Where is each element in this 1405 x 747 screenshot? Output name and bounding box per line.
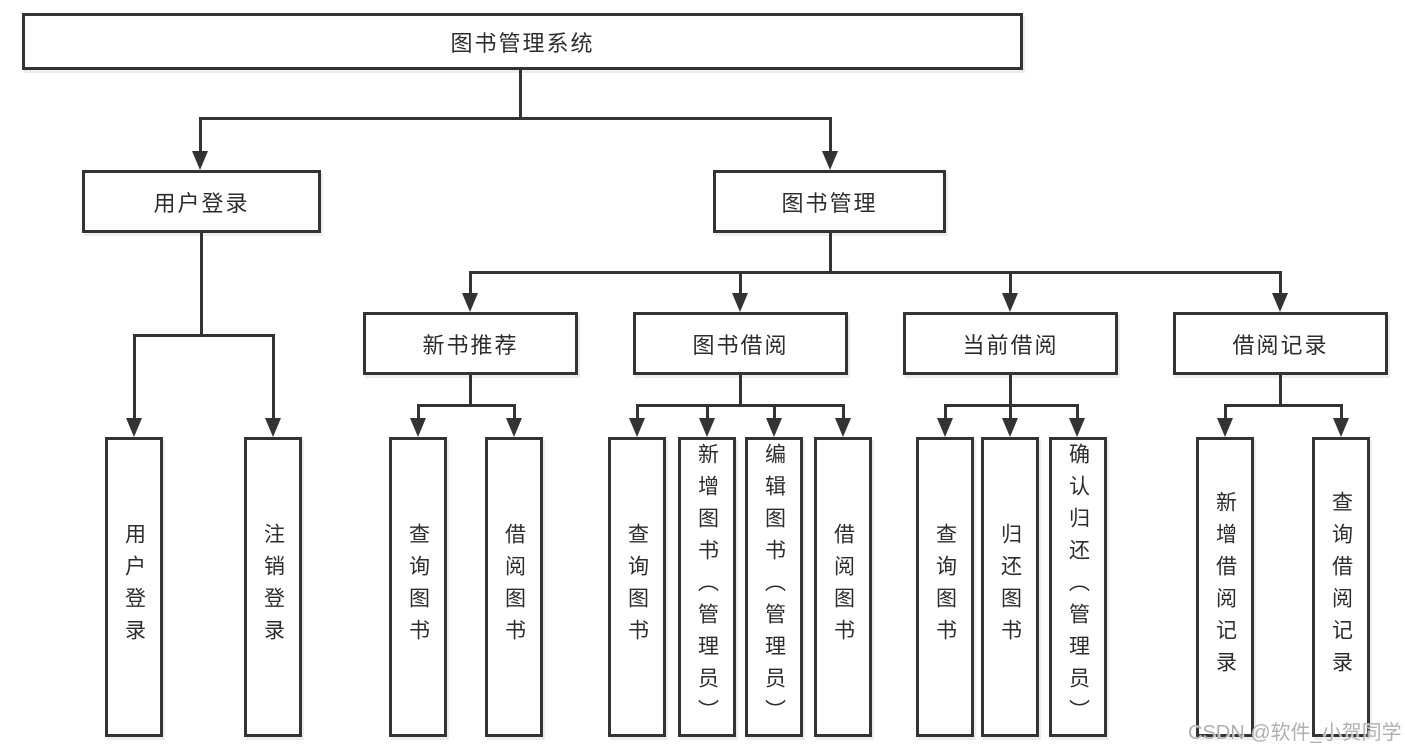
connector-line <box>417 404 420 420</box>
node-book-borrowing: 图书借阅 <box>633 312 848 375</box>
arrowhead-icon <box>192 151 208 170</box>
arrowhead-icon <box>1272 293 1288 312</box>
arrowhead-icon <box>1333 418 1349 437</box>
connector-line <box>199 117 831 120</box>
arrowhead-icon <box>766 418 782 437</box>
connector-line <box>272 334 275 420</box>
node-label: 当前借阅 <box>962 332 1059 358</box>
connector-line <box>636 404 844 407</box>
node-new-book-recommendation: 新书推荐 <box>363 312 578 375</box>
connector-line <box>842 404 845 420</box>
node-label: 查询图书 <box>933 523 957 651</box>
arrowhead-icon <box>822 151 838 170</box>
node-label: 编辑图书（管理员） <box>762 443 786 731</box>
arrowhead-icon <box>835 418 851 437</box>
node-current-borrowing: 当前借阅 <box>903 312 1118 375</box>
node-label: 用户登录 <box>122 523 146 651</box>
node-label: 借阅图书 <box>831 523 855 651</box>
leaf-borrow-books-borrowing: 借阅图书 <box>814 437 872 737</box>
arrowhead-icon <box>1217 418 1233 437</box>
connector-line <box>739 271 742 295</box>
leaf-query-books-borrowing: 查询图书 <box>608 437 666 737</box>
connector-line <box>739 375 742 406</box>
connector-line <box>469 271 472 295</box>
connector-line <box>417 404 516 407</box>
arrowhead-icon <box>1002 293 1018 312</box>
arrowhead-icon <box>506 418 522 437</box>
node-label: 图书借阅 <box>692 332 789 358</box>
node-label: 查询借阅记录 <box>1329 491 1353 683</box>
leaf-confirm-return-admin: 确认归还（管理员） <box>1049 437 1107 737</box>
leaf-add-borrow-record: 新增借阅记录 <box>1196 437 1254 737</box>
connector-line <box>519 70 522 119</box>
connector-line <box>200 233 203 336</box>
arrowhead-icon <box>410 418 426 437</box>
leaf-add-book-admin: 新增图书（管理员） <box>678 437 736 737</box>
connector-line <box>1076 404 1079 420</box>
connector-line <box>1279 375 1282 406</box>
connector-line <box>199 117 202 153</box>
connector-line <box>829 117 832 153</box>
connector-line <box>773 404 776 420</box>
node-label: 图书管理 <box>781 190 878 216</box>
arrowhead-icon <box>629 418 645 437</box>
node-label: 查询图书 <box>406 523 430 651</box>
connector-line <box>1224 404 1342 407</box>
arrowhead-icon <box>462 293 478 312</box>
connector-line <box>706 404 709 420</box>
connector-line <box>1224 404 1227 420</box>
node-library-management-system: 图书管理系统 <box>22 13 1023 70</box>
leaf-edit-book-admin: 编辑图书（管理员） <box>745 437 803 737</box>
connector-line <box>944 404 947 420</box>
leaf-query-borrow-record: 查询借阅记录 <box>1312 437 1370 737</box>
leaf-user-login: 用户登录 <box>105 437 163 737</box>
arrowhead-icon <box>732 293 748 312</box>
connector-line <box>513 404 516 420</box>
node-label: 图书管理系统 <box>450 30 595 56</box>
node-label: 查询图书 <box>625 523 649 651</box>
node-label: 借阅记录 <box>1232 332 1329 358</box>
arrowhead-icon <box>265 418 281 437</box>
connector-line <box>636 404 639 420</box>
node-label: 新书推荐 <box>422 332 519 358</box>
leaf-query-books-recommend: 查询图书 <box>389 437 447 737</box>
node-label: 新增图书（管理员） <box>695 443 719 731</box>
connector-line <box>1009 271 1012 295</box>
node-user-login: 用户登录 <box>82 170 321 233</box>
connector-line <box>133 334 136 420</box>
node-label: 借阅图书 <box>502 523 526 651</box>
leaf-query-books-current: 查询图书 <box>916 437 974 737</box>
csdn-watermark: CSDN @软件_小贺同学 <box>1188 722 1402 744</box>
connector-line <box>1340 404 1343 420</box>
connector-line <box>1009 375 1012 406</box>
connector-line <box>469 375 472 406</box>
leaf-logout: 注销登录 <box>244 437 302 737</box>
node-label: 新增借阅记录 <box>1213 491 1237 683</box>
arrowhead-icon <box>937 418 953 437</box>
node-borrowing-records: 借阅记录 <box>1173 312 1388 375</box>
node-label: 用户登录 <box>153 190 250 216</box>
arrowhead-icon <box>126 418 142 437</box>
connector-line <box>829 232 832 273</box>
arrowhead-icon <box>699 418 715 437</box>
arrowhead-icon <box>1069 418 1085 437</box>
leaf-borrow-books-recommend: 借阅图书 <box>485 437 543 737</box>
connector-line <box>1009 404 1012 420</box>
leaf-return-book: 归还图书 <box>981 437 1039 737</box>
node-label: 归还图书 <box>998 523 1022 651</box>
connector-line <box>1279 271 1282 295</box>
connector-line <box>469 271 1281 274</box>
node-book-management: 图书管理 <box>713 170 946 233</box>
node-label: 注销登录 <box>261 523 285 651</box>
node-label: 确认归还（管理员） <box>1066 443 1090 731</box>
arrowhead-icon <box>1002 418 1018 437</box>
connector-line <box>134 334 275 337</box>
